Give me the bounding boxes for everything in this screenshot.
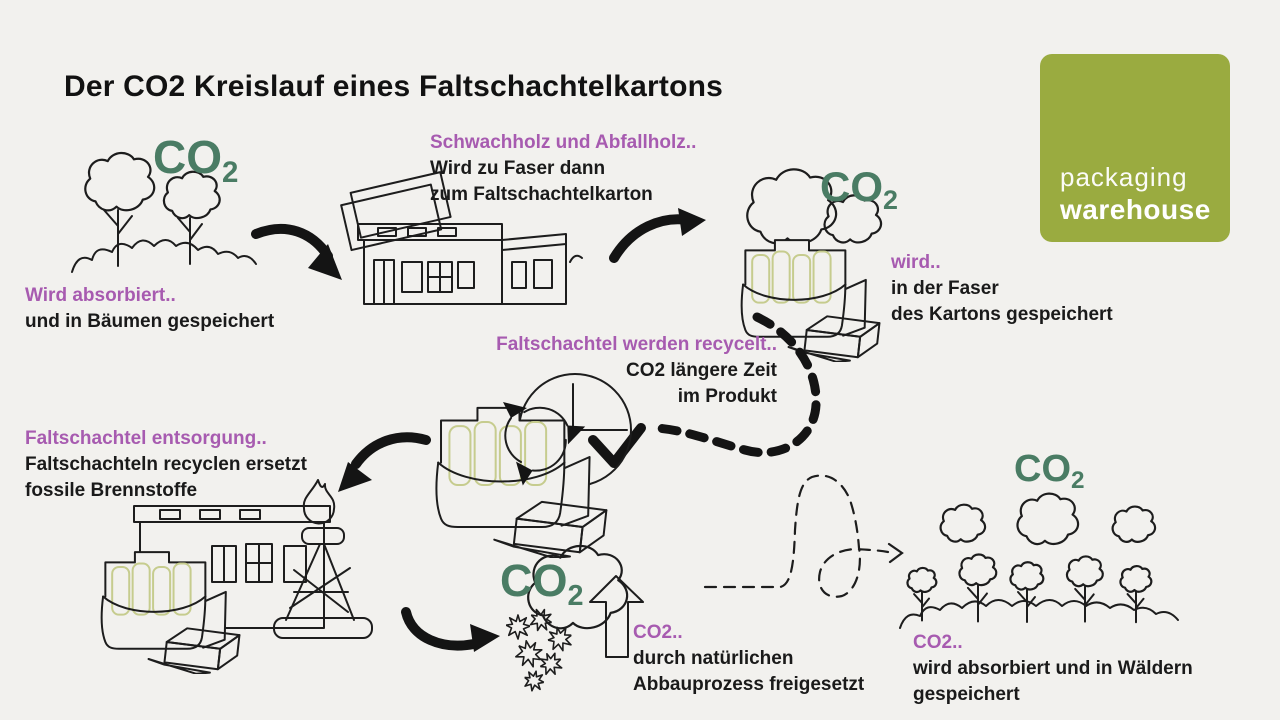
- step-fiber: wird.. in der Faser des Kartons gespeich…: [891, 250, 1113, 328]
- page-title: Der CO2 Kreislauf eines Faltschachtelkar…: [64, 70, 724, 103]
- co2-label-forest: CO2: [153, 131, 239, 189]
- step-release: CO2.. durch natürlichen Abbauprozess fre…: [633, 620, 864, 698]
- dashed-flow-release-to-forest-icon: [703, 474, 904, 598]
- step-forest: CO2.. wird absorbiert und in Wäldern ges…: [913, 630, 1193, 708]
- co2-label-release: CO2: [500, 555, 584, 612]
- step-release-line: Abbauprozess freigesetzt: [633, 674, 865, 695]
- flame-icon: [302, 479, 336, 525]
- arrow-plant-to-release-icon: [401, 607, 500, 652]
- step-forest-line: gespeichert: [913, 684, 1020, 705]
- arrow-forest-to-mill-icon: [251, 223, 342, 280]
- forest-clouds-sketch: [899, 492, 1179, 629]
- step-wood-line: Wird zu Faser dann: [430, 158, 606, 179]
- step-disposal-heading: Faltschachtel entsorgung..: [25, 428, 267, 449]
- step-recycled-line: im Produkt: [677, 386, 777, 407]
- step-absorbed: Wird absorbiert.. und in Bäumen gespeich…: [25, 283, 274, 335]
- step-recycled-line: CO2 längere Zeit: [626, 360, 777, 381]
- step-disposal-line: fossile Brennstoffe: [25, 480, 198, 501]
- recycle-icon: [503, 402, 586, 486]
- step-absorbed-heading: Wird absorbiert..: [25, 285, 176, 306]
- brand-logo: packaging warehouse: [1040, 54, 1230, 242]
- arrow-mill-to-carton-icon: [609, 208, 706, 263]
- step-absorbed-line: und in Bäumen gespeichert: [25, 311, 275, 332]
- brand-logo-line1: packaging: [1060, 162, 1188, 192]
- co2-label-carton: CO2: [820, 163, 898, 216]
- step-release-heading: CO2..: [633, 622, 683, 643]
- step-fiber-line: des Kartons gespeichert: [891, 304, 1113, 325]
- co2-label-forest-right: CO2: [1014, 448, 1085, 495]
- release-cloud-sketch: [506, 543, 644, 694]
- step-wood-line: zum Faltschachtelkarton: [430, 184, 653, 205]
- energy-plant-sketch: [100, 479, 373, 674]
- step-recycled: Faltschachtel werden recycelt.. CO2 läng…: [455, 332, 777, 410]
- step-recycled-heading: Faltschachtel werden recycelt..: [496, 334, 777, 355]
- arrow-recycling-to-plant-icon: [338, 432, 431, 492]
- dashed-flow-carton-to-recycling-icon: [588, 312, 821, 468]
- paper-mill-sketch: [340, 171, 583, 305]
- step-fiber-heading: wird..: [891, 252, 941, 273]
- step-fiber-line: in der Faser: [891, 278, 999, 299]
- leaves-icon: [506, 605, 575, 694]
- step-wood-heading: Schwachholz und Abfallholz..: [430, 132, 697, 153]
- oil-derrick-icon: [273, 527, 373, 639]
- up-arrow-icon: [589, 575, 644, 658]
- recycling-station-sketch: [434, 373, 632, 558]
- step-release-line: durch natürlichen: [633, 648, 794, 669]
- step-forest-line: wird absorbiert und in Wäldern: [913, 658, 1193, 679]
- step-wood: Schwachholz und Abfallholz.. Wird zu Fas…: [430, 130, 696, 208]
- forest-sketch: [71, 152, 257, 273]
- step-disposal: Faltschachtel entsorgung.. Faltschachtel…: [25, 426, 307, 504]
- brand-logo-line2: warehouse: [1060, 194, 1211, 225]
- step-disposal-line: Faltschachteln recyclen ersetzt: [25, 454, 307, 475]
- step-forest-heading: CO2..: [913, 632, 963, 653]
